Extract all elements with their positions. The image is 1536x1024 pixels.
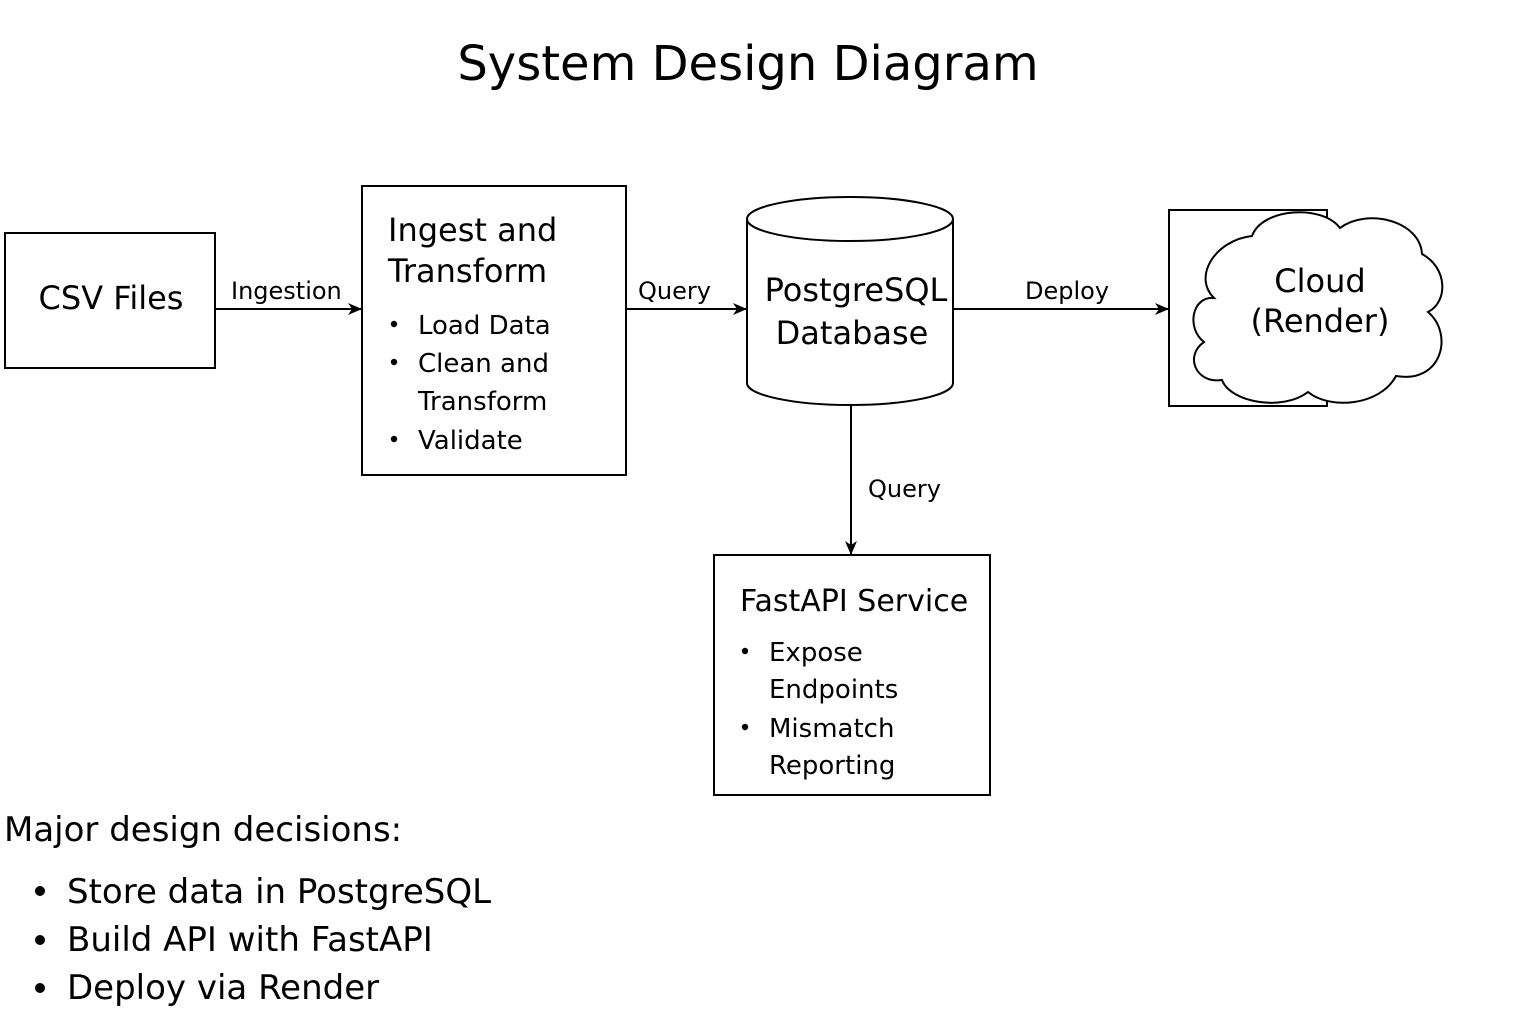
- bullet-dot: [35, 935, 45, 945]
- edge-label-query: Query: [638, 277, 711, 305]
- edge-csv-to-ingest: Ingestion: [215, 277, 362, 315]
- ingest-bullet-load-data: Load Data: [418, 311, 551, 341]
- decision-item: Store data in PostgreSQL: [67, 872, 491, 912]
- database-label-line-1: PostgreSQL: [765, 271, 948, 309]
- bullet-dot: [390, 435, 398, 443]
- bullet-dot: [741, 647, 749, 655]
- edge-label-ingestion: Ingestion: [231, 277, 342, 305]
- edge-database-to-cloud: Deploy: [953, 277, 1169, 315]
- fastapi-bullet-mismatch-line-2: Reporting: [769, 751, 895, 781]
- fastapi-bullet-expose-line-2: Endpoints: [769, 675, 898, 705]
- ingest-title-line-2: Transform: [387, 252, 547, 290]
- edge-label-query-fastapi: Query: [868, 475, 941, 503]
- edge-database-to-fastapi: Query: [845, 406, 941, 555]
- bullet-dot: [390, 358, 398, 366]
- cloud-icon: [1192, 211, 1444, 404]
- postgresql-database-node: PostgreSQL Database: [746, 196, 954, 406]
- decision-item: Deploy via Render: [67, 968, 379, 1008]
- decision-item: Build API with FastAPI: [67, 920, 433, 960]
- edge-label-deploy: Deploy: [1025, 277, 1109, 305]
- cloud-render-node: Cloud (Render): [1168, 209, 1444, 407]
- ingest-transform-node: Ingest and Transform Load Data Clean and…: [361, 185, 627, 476]
- csv-files-label: CSV Files: [39, 279, 184, 317]
- cloud-label-line-2: (Render): [1251, 302, 1390, 340]
- cloud-label-line-1: Cloud: [1274, 262, 1365, 300]
- csv-files-node: CSV Files: [4, 232, 216, 369]
- ingest-title-line-1: Ingest and: [388, 211, 557, 249]
- bullet-dot: [35, 886, 45, 896]
- ingest-bullet-clean-line-2: Transform: [417, 387, 547, 417]
- diagram-title: System Design Diagram: [457, 36, 1038, 92]
- decisions-heading: Major design decisions:: [4, 810, 402, 850]
- bullet-dot: [390, 320, 398, 328]
- design-decisions-section: Major design decisions: Store data in Po…: [4, 810, 491, 1008]
- bullet-dot: [741, 723, 749, 731]
- fastapi-bullet-mismatch-line-1: Mismatch: [769, 714, 894, 744]
- ingest-bullet-validate: Validate: [418, 426, 523, 456]
- ingest-bullet-clean-line-1: Clean and: [418, 349, 549, 379]
- database-label-line-2: Database: [776, 314, 929, 352]
- fastapi-service-node: FastAPI Service Expose Endpoints Mismatc…: [713, 554, 991, 796]
- fastapi-bullet-expose-line-1: Expose: [769, 638, 863, 668]
- bullet-dot: [35, 983, 45, 993]
- edge-ingest-to-database: Query: [626, 277, 747, 315]
- fastapi-title: FastAPI Service: [740, 584, 968, 619]
